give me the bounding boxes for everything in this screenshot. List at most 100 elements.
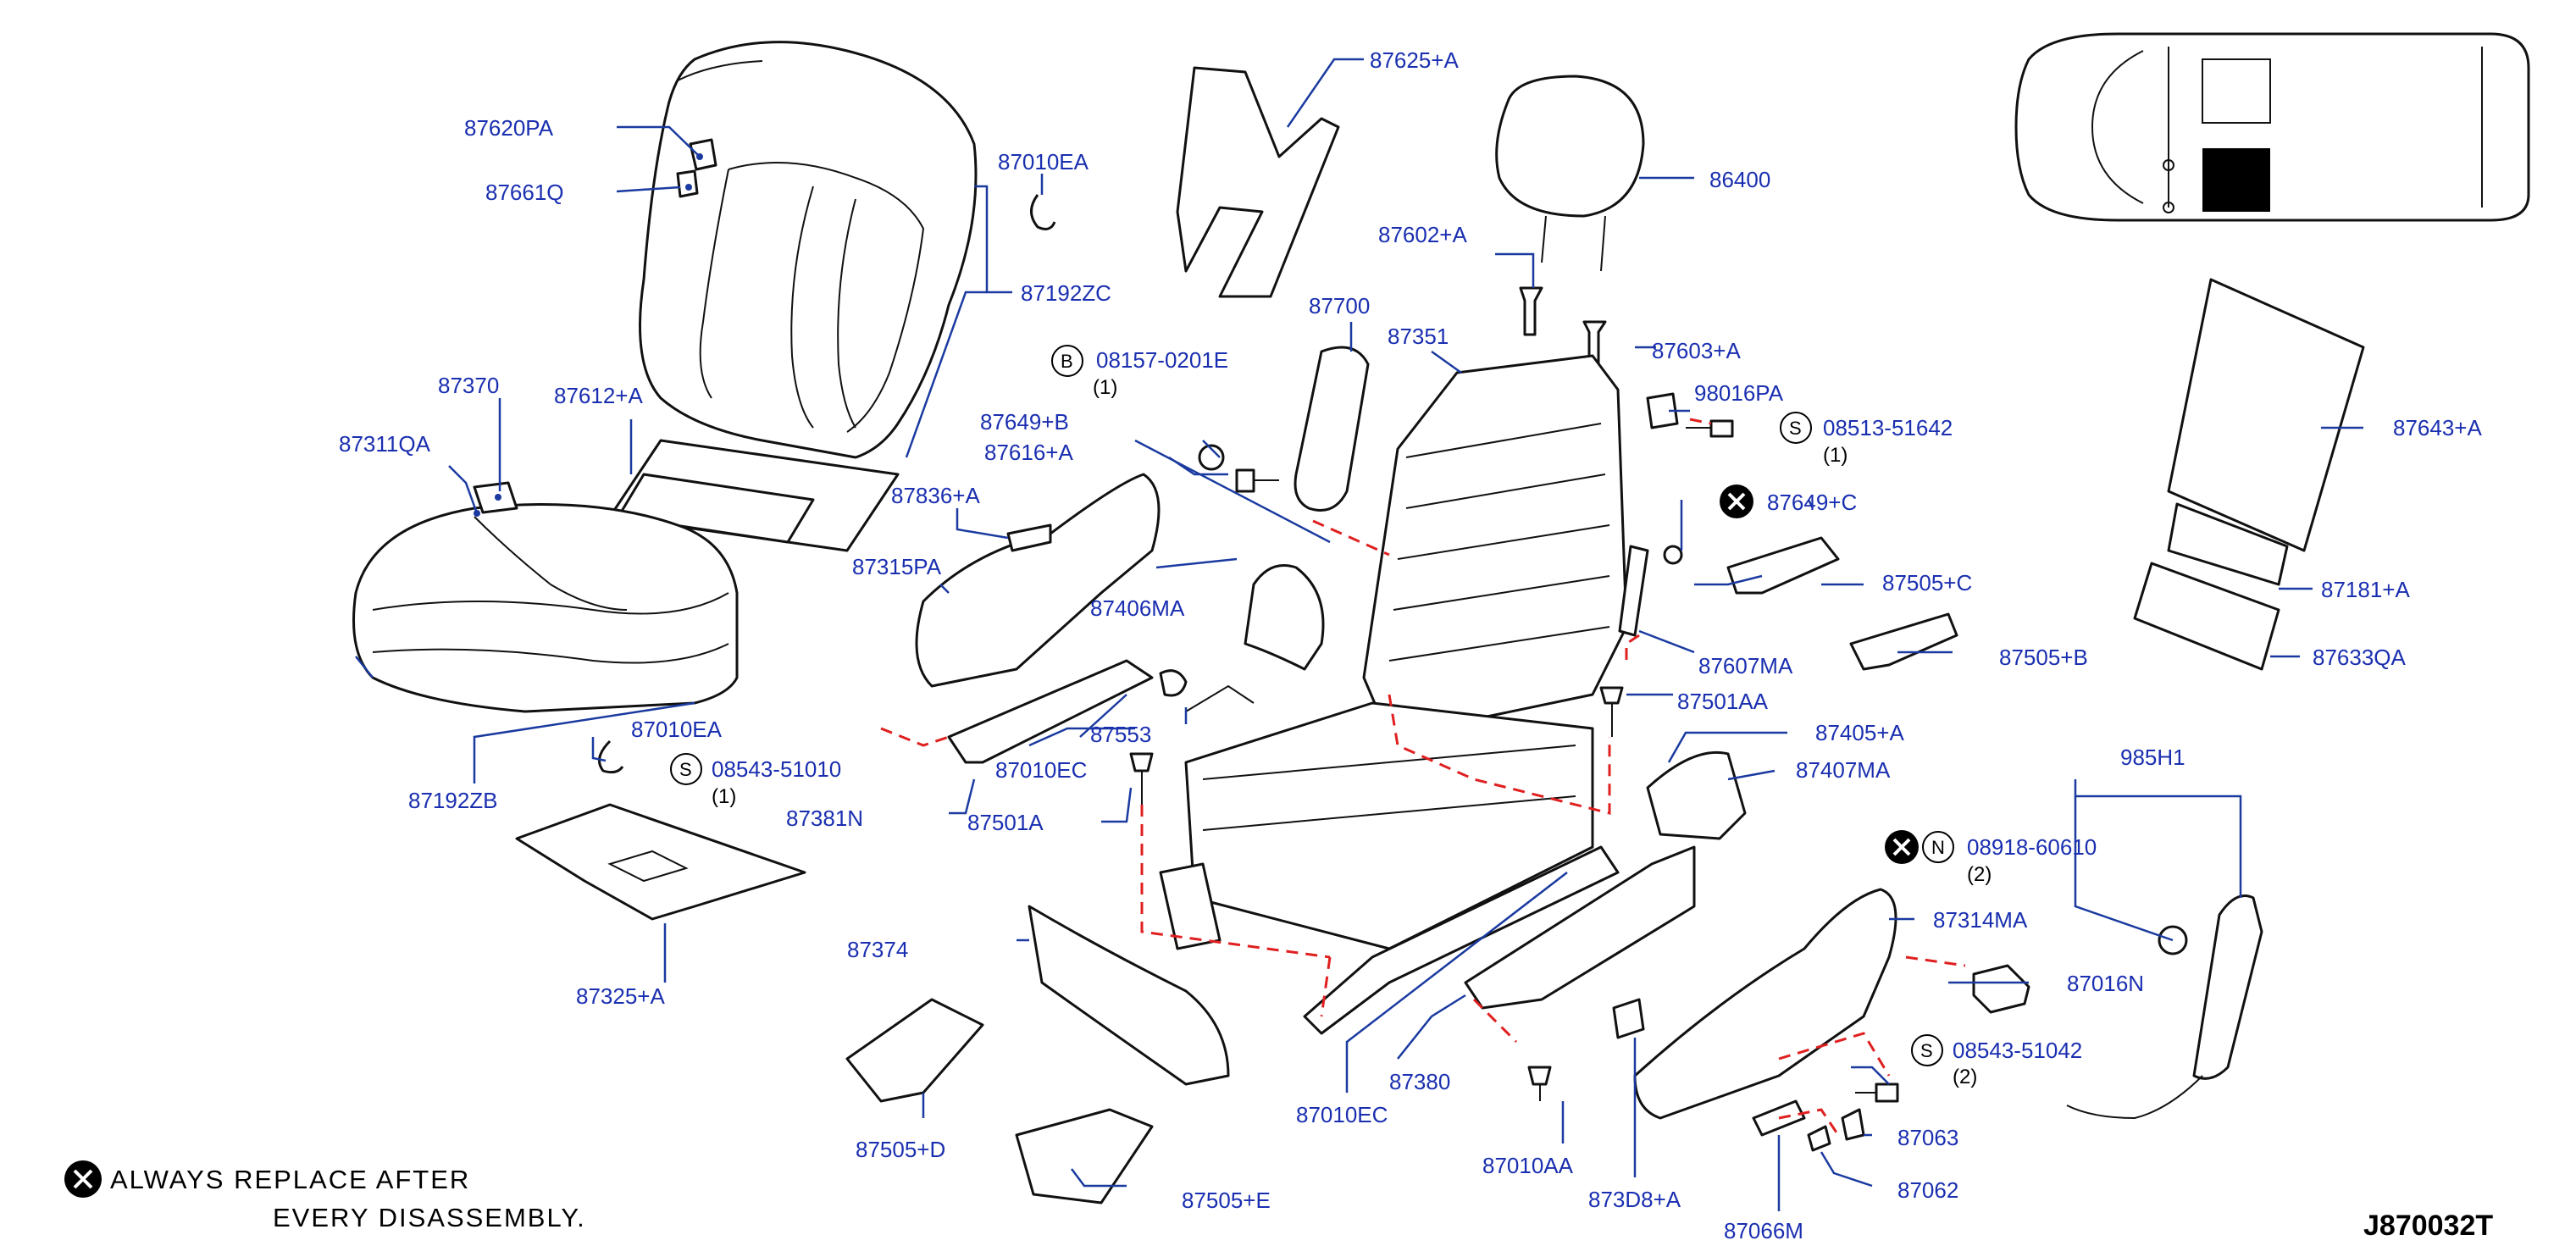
label-87381N: 87381N	[786, 806, 863, 831]
label-87010EC-mid: 87010EC	[995, 757, 1087, 783]
replace-icon-cross	[73, 1169, 93, 1189]
label-87405A: 87405+A	[1815, 720, 1904, 745]
label-87192ZC: 87192ZC	[1021, 280, 1111, 306]
label-87374: 87374	[847, 937, 908, 962]
pad-87181	[2167, 502, 2289, 586]
screw-08513	[1709, 419, 1734, 438]
legend-line-2: EVERY DISASSEMBLY.	[273, 1203, 586, 1232]
clip-tags	[676, 138, 717, 198]
dashed-links	[880, 418, 1966, 1136]
label-87325A: 87325+A	[576, 983, 665, 1009]
trim-87836	[1006, 523, 1052, 552]
label-985H1: 985H1	[2120, 745, 2185, 770]
headrest-guide-a	[1519, 286, 1543, 336]
label-873D8A: 873D8+A	[1588, 1187, 1681, 1212]
label-87062: 87062	[1897, 1177, 1958, 1203]
label-08157-0201E: 08157-0201E	[1096, 347, 1228, 373]
label-87602A: 87602+A	[1378, 222, 1467, 247]
label-87603A: 87603+A	[1652, 338, 1741, 363]
label-08918-60610: 08918-60610	[1967, 834, 2097, 860]
s-symbol-08513	[1780, 412, 1812, 444]
bracket-98016	[1646, 392, 1679, 429]
label-87620PA: 87620PA	[464, 115, 554, 141]
airbag-985h1	[2066, 894, 2263, 1120]
bolt-87501a	[1129, 752, 1154, 805]
label-08513-51642: 08513-51642	[1823, 415, 1953, 440]
switch-87016	[1972, 964, 2030, 1014]
label-87633QA: 87633QA	[2313, 645, 2407, 670]
b-symbol-letter: B	[1061, 351, 1073, 372]
label-87066M: 87066M	[1724, 1218, 1803, 1243]
label-87314MA: 87314MA	[1933, 907, 2028, 933]
label-87505C: 87505+C	[1882, 570, 1972, 595]
label-87649B: 87649+B	[980, 409, 1069, 435]
replace-marker-08918	[1885, 830, 1919, 864]
label-87181A: 87181+A	[2321, 577, 2410, 602]
label-87505E: 87505+E	[1182, 1188, 1271, 1213]
pad-87643	[2167, 278, 2365, 552]
seat-location-marker	[2202, 148, 2270, 212]
cover-87505d	[845, 998, 984, 1103]
label-87063: 87063	[1897, 1125, 1958, 1150]
cover-87505b	[1849, 612, 1958, 671]
rail-cover-87380	[1464, 845, 1696, 1010]
n-symbol	[1922, 831, 1954, 863]
label-87501A: 87501A	[967, 810, 1044, 835]
replace-marker-87649c	[1720, 485, 1753, 518]
seat-back-board	[608, 439, 900, 552]
label-87836A: 87836+A	[891, 483, 980, 508]
label-87370: 87370	[438, 373, 499, 398]
vehicle-locator	[2014, 32, 2530, 222]
qty-08543-51042: (2)	[1953, 1066, 1977, 1088]
label-87607MA: 87607MA	[1698, 653, 1793, 678]
harness-87607	[1618, 545, 1649, 637]
qty-08543-51010: (1)	[712, 785, 736, 808]
label-87010AA: 87010AA	[1482, 1153, 1574, 1178]
cover-87405	[1646, 750, 1747, 840]
label-87192ZB: 87192ZB	[408, 788, 498, 813]
label-87406MA: 87406MA	[1090, 595, 1185, 621]
pad-87633	[2133, 562, 2280, 671]
label-87501AA: 87501AA	[1677, 689, 1769, 714]
label-87380: 87380	[1389, 1069, 1450, 1094]
back-panel-87625	[1176, 66, 1340, 298]
label-87315PA: 87315PA	[852, 554, 942, 579]
s-symbol-08543-51042-letter: S	[1920, 1040, 1933, 1061]
clip-ring-low	[598, 739, 624, 774]
label-87010EA-low: 87010EA	[631, 717, 723, 742]
nut-87649c	[1663, 545, 1683, 565]
label-87553: 87553	[1090, 722, 1151, 747]
link-87553	[1185, 684, 1255, 712]
qty-08513-51642: (1)	[1823, 444, 1848, 467]
legend: ALWAYS REPLACE AFTER EVERY DISASSEMBLY.	[64, 1160, 586, 1232]
qty-08157-0201E: (1)	[1093, 376, 1117, 399]
knob-87062	[1807, 1125, 1831, 1152]
label-87661Q: 87661Q	[485, 180, 564, 205]
cover-87406	[1244, 564, 1325, 671]
knob-87063	[1841, 1108, 1865, 1141]
seat-back-cover	[639, 41, 978, 459]
inner-shield	[915, 473, 1161, 688]
cover-87505c	[1726, 536, 1840, 595]
label-08543-51042: 08543-51042	[1953, 1038, 2082, 1063]
clip-873d8	[1612, 998, 1645, 1039]
label-87700: 87700	[1309, 293, 1370, 318]
part-labels: 87620PA 87661Q 87010EA 87192ZC 87370 873…	[339, 47, 2482, 1243]
label-87407MA: 87407MA	[1796, 757, 1891, 783]
qty-08918-60610: (2)	[1967, 863, 1992, 886]
s-symbol-08543-51010	[670, 753, 702, 785]
seat-cushion	[352, 481, 739, 713]
label-87612A: 87612+A	[554, 383, 643, 408]
armrest-pad	[1294, 346, 1370, 512]
label-87010EC-low: 87010EC	[1296, 1102, 1388, 1127]
screw-08543-51042	[1855, 1083, 1899, 1103]
label-87016N: 87016N	[2067, 971, 2144, 996]
label-87010EA-top: 87010EA	[998, 149, 1089, 174]
headrest	[1495, 75, 1645, 272]
outer-shield	[1633, 888, 1897, 1120]
n-symbol-letter: N	[1931, 837, 1945, 858]
label-87625A: 87625+A	[1370, 47, 1459, 73]
leader-lines	[355, 58, 2363, 1211]
bolt-87010aa	[1527, 1066, 1552, 1101]
